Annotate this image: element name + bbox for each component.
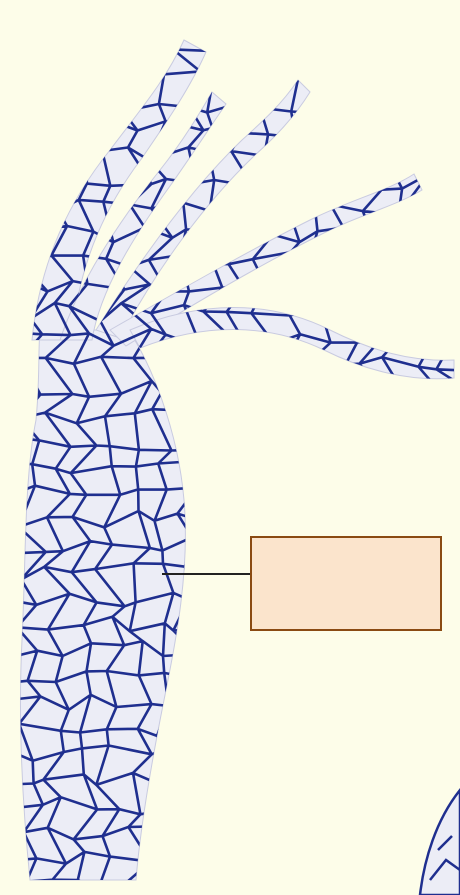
second-hydra-partial [420,790,460,895]
hydra-body [20,40,454,880]
label-box [250,536,442,631]
